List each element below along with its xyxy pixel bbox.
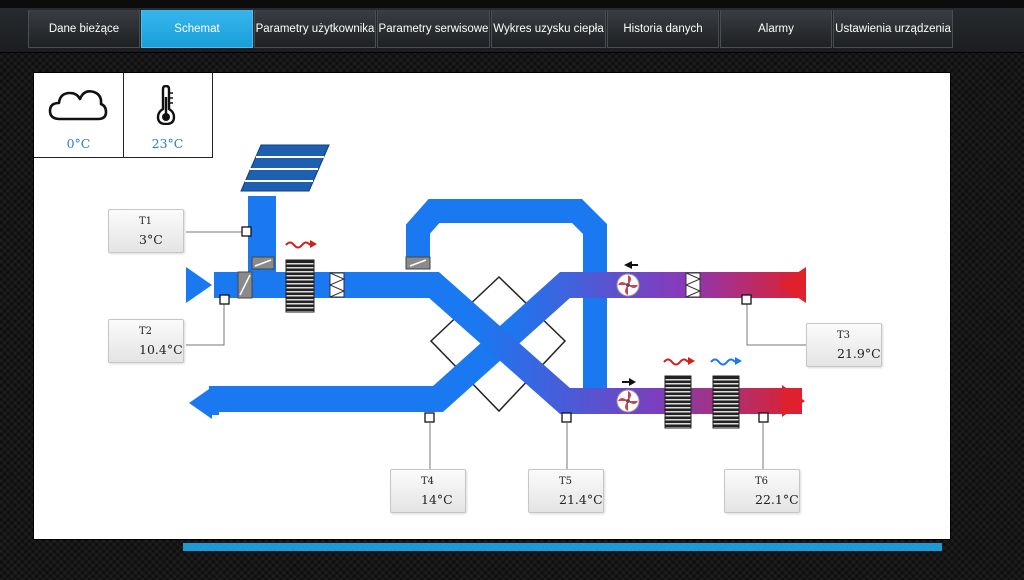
supply-outlet-arrow-icon [782, 385, 805, 417]
outdoor-temperature: 0°C [66, 136, 91, 151]
solar-collector-icon [240, 144, 330, 192]
indoor-temperature: 23°C [151, 136, 184, 151]
sensor-t5-value: 21.4°C [559, 492, 603, 507]
cooler-wave-icon [710, 357, 742, 366]
bypass-damper-icon [405, 256, 431, 270]
intake-arrow-icon [186, 267, 212, 303]
sensor-t1-value: 3°C [139, 232, 163, 247]
supply-fan-icon [616, 378, 640, 413]
sensor-t2-value: 10.4°C [139, 342, 183, 357]
tab-parametry-serwisowe[interactable]: Parametry serwisowe [377, 10, 490, 48]
tab-schemat[interactable]: Schemat [141, 10, 253, 48]
tab-historia-danych[interactable]: Historia danych [607, 10, 719, 48]
sensor-t6: T6 22.1°C [724, 469, 800, 513]
cloud-icon [48, 90, 108, 121]
tab-alarmy[interactable]: Alarmy [720, 10, 832, 48]
tab-dane-biezace[interactable]: Dane bieżące [28, 10, 140, 48]
sensor-marker-t6 [758, 412, 769, 423]
sensor-marker-t2 [219, 294, 230, 305]
tab-parametry-uzytkownika[interactable]: Parametry użytkownika [254, 10, 376, 48]
cooler-icon [712, 375, 740, 429]
sensor-marker-t5 [561, 412, 572, 423]
schema-panel: 0°C 23°C T1 3°C T2 10.4°C T3 21.9°C T4 1… [33, 72, 951, 540]
sensor-t1: T1 3°C [108, 209, 184, 253]
sensor-marker-t4 [424, 412, 435, 423]
heater-wave-icon [663, 357, 695, 366]
preheater-wave-icon [285, 240, 317, 249]
sensor-t4: T4 14°C [390, 469, 466, 513]
extract-inlet-arrow-icon [779, 267, 806, 303]
sensor-t2: T2 10.4°C [108, 319, 184, 363]
sensor-t4-label: T4 [421, 476, 435, 487]
bypass-duct [406, 199, 607, 388]
preheater-icon [285, 259, 315, 313]
sensor-t4-value: 14°C [421, 492, 453, 507]
sensor-t3: T3 21.9°C [806, 323, 882, 367]
weather-box: 0°C 23°C [34, 73, 213, 158]
sensor-marker-t1 [241, 226, 252, 237]
tab-ustawienia-urzadzenia[interactable]: Ustawienia urządzenia [833, 10, 953, 48]
sensor-t6-value: 22.1°C [755, 492, 799, 507]
sensor-t1-label: T1 [139, 216, 153, 227]
exhaust-arrow-icon [189, 387, 212, 419]
top-strip [0, 0, 1024, 8]
status-bar [183, 543, 942, 551]
supply-filter-icon [328, 272, 346, 298]
sensor-t5: T5 21.4°C [528, 469, 604, 513]
heater-icon [664, 375, 692, 429]
solar-damper-icon [251, 256, 275, 270]
extract-filter-icon [684, 272, 702, 298]
sensor-t2-label: T2 [139, 326, 153, 337]
tab-wykres-uzysku-ciepla[interactable]: Wykres uzysku ciepła [491, 10, 606, 48]
top-navigation: Dane bieżące Schemat Parametry użytkowni… [0, 0, 1024, 53]
sensor-marker-t3 [741, 294, 752, 305]
sensor-t6-label: T6 [755, 476, 769, 487]
damper-icon [237, 271, 253, 299]
sensor-t3-value: 21.9°C [837, 346, 881, 361]
thermometer-icon [156, 85, 176, 125]
sensor-t3-label: T3 [837, 330, 851, 341]
sensor-t5-label: T5 [559, 476, 573, 487]
ventilation-diagram [186, 144, 806, 469]
extract-fan-icon [616, 261, 640, 297]
